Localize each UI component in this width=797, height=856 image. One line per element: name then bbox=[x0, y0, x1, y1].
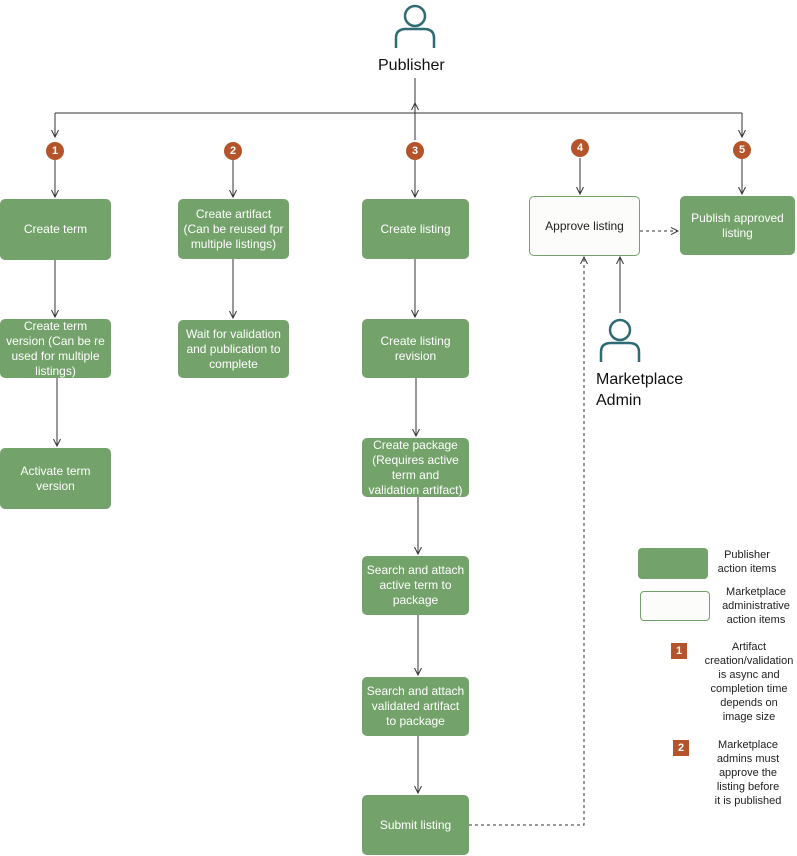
search-attach-artifact-box: Search and attach validated artifact to … bbox=[362, 677, 469, 736]
legend-publisher-label: Publisher action items bbox=[717, 549, 777, 575]
create-listing-revision-box: Create listing revision bbox=[362, 319, 469, 378]
legend-publisher-swatch bbox=[638, 548, 708, 579]
legend-note-2-badge: 2 bbox=[673, 740, 689, 756]
publish-approved-listing-box: Publish approved listing bbox=[680, 196, 795, 255]
legend-note-2-text: Marketplace admins must approve the list… bbox=[714, 739, 782, 807]
activate-term-version-box: Activate term version bbox=[0, 448, 111, 509]
publisher-label: Publisher bbox=[378, 57, 445, 74]
legend-note-1-text: Artifact creation/validation is async an… bbox=[704, 641, 794, 723]
wait-validation-box: Wait for validation and publication to c… bbox=[178, 320, 289, 378]
legend-admin-swatch bbox=[640, 591, 710, 621]
legend-admin-label: Marketplace administrative action items bbox=[722, 586, 790, 626]
search-attach-term-box: Search and attach active term to package bbox=[362, 556, 469, 615]
marketplace-admin-label: Marketplace Admin bbox=[596, 371, 684, 409]
submit-listing-box: Submit listing bbox=[362, 795, 469, 855]
step-badge-4: 4 bbox=[571, 139, 589, 157]
create-artifact-box: Create artifact (Can be reused fpr multi… bbox=[178, 199, 289, 259]
legend-note-1-badge: 1 bbox=[671, 643, 687, 659]
person-icon bbox=[599, 318, 641, 362]
create-listing-box: Create listing bbox=[362, 199, 469, 259]
person-icon bbox=[394, 4, 436, 48]
create-term-version-box: Create term version (Can be re used for … bbox=[0, 319, 111, 378]
create-term-box: Create term bbox=[0, 199, 111, 260]
create-package-box: Create package (Requires active term and… bbox=[362, 438, 469, 497]
step-badge-1: 1 bbox=[46, 142, 64, 160]
approve-listing-box: Approve listing bbox=[529, 196, 640, 256]
step-badge-3: 3 bbox=[406, 142, 424, 160]
step-badge-5: 5 bbox=[733, 141, 751, 159]
step-badge-2: 2 bbox=[224, 142, 242, 160]
